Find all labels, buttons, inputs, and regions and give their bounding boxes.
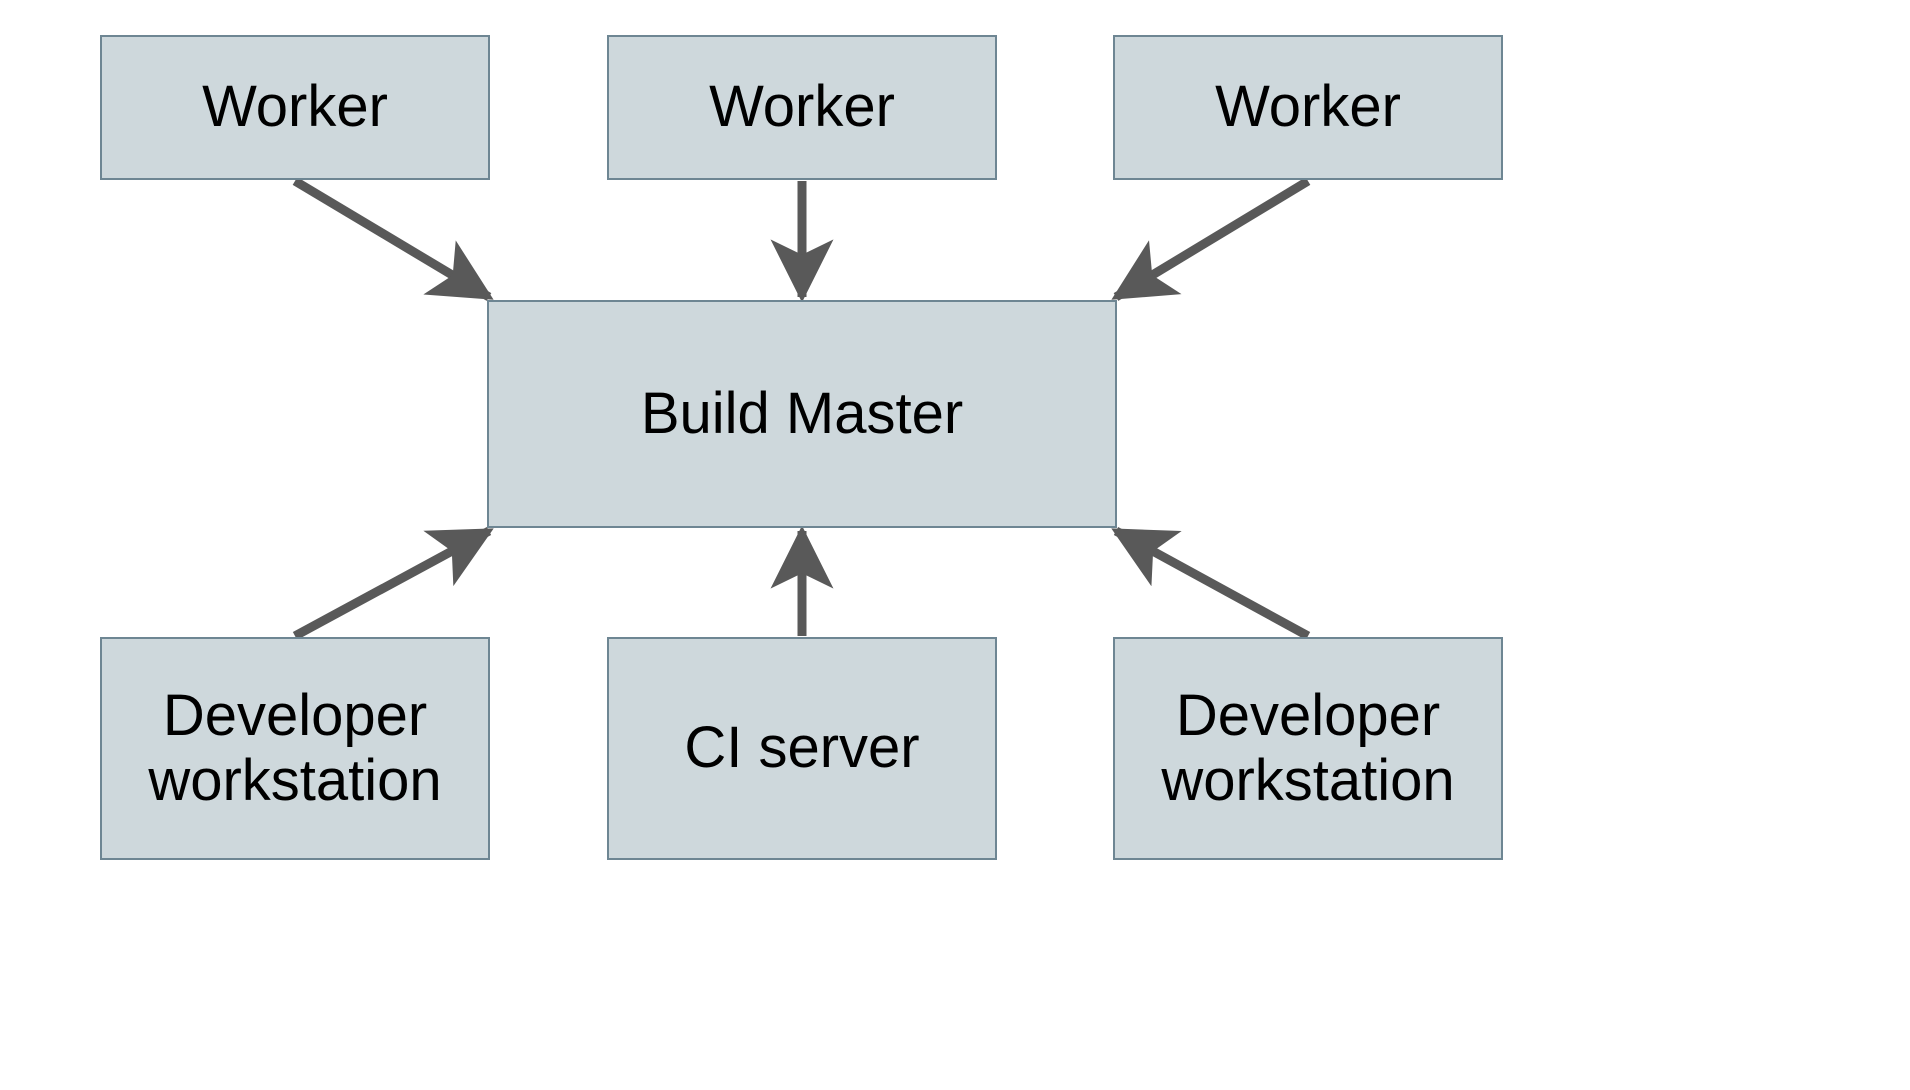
node-worker-2-label: Worker (709, 74, 895, 140)
node-ci-server-label: CI server (684, 715, 920, 781)
node-developer-workstation-left-label: Developer workstation (148, 682, 442, 813)
node-developer-workstation-right-label: Developer workstation (1161, 682, 1455, 813)
node-ci-server[interactable]: CI server (607, 637, 997, 860)
node-build-master-label: Build Master (640, 380, 964, 446)
node-worker-3[interactable]: Worker (1113, 35, 1503, 180)
node-worker-1[interactable]: Worker (100, 35, 490, 180)
node-worker-2[interactable]: Worker (607, 35, 997, 180)
node-developer-workstation-left[interactable]: Developer workstation (100, 637, 490, 860)
edge-devright-to-master (1111, 527, 1311, 640)
edge-worker1-to-master (292, 177, 494, 301)
edge-worker3-to-master (1111, 177, 1311, 301)
edge-devleft-to-master (292, 527, 494, 640)
node-worker-3-label: Worker (1215, 74, 1401, 140)
node-build-master[interactable]: Build Master (487, 300, 1117, 528)
node-worker-1-label: Worker (202, 74, 388, 140)
node-developer-workstation-right[interactable]: Developer workstation (1113, 637, 1503, 860)
